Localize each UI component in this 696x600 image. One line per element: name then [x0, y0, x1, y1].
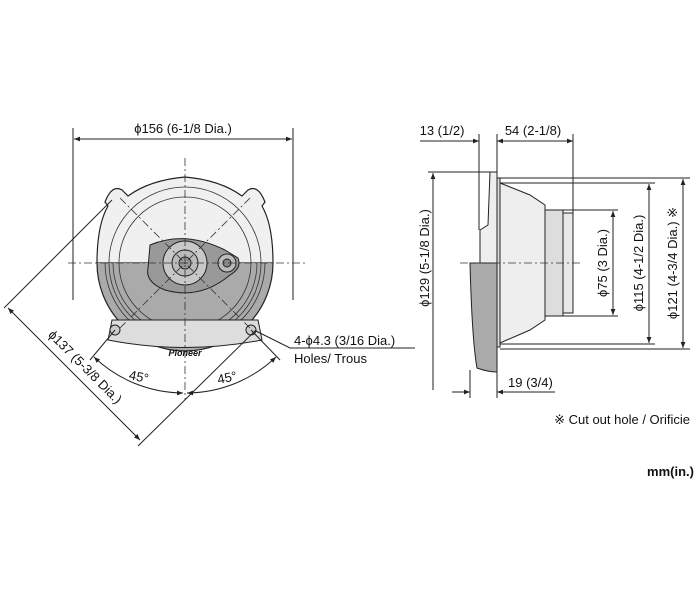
extension-line: [3, 199, 113, 309]
holes-spec-label: 4-ϕ4.3 (3/16 Dia.): [294, 333, 395, 348]
units-label: mm(in.): [647, 464, 694, 479]
outer-diameter-label: ϕ156 (6-1/8 Dia.): [134, 121, 232, 136]
extension-line: [250, 329, 281, 361]
flange-depth-label: 13 (1/2): [420, 123, 465, 138]
front-depth-label: 19 (3/4): [508, 375, 553, 390]
angle-arc-right: [186, 356, 277, 396]
extension-line: [89, 329, 116, 361]
holes-leader: [255, 330, 415, 349]
front-view: ϕ156 (6-1/8 Dia.) Pioneer: [3, 121, 415, 447]
side-view: 13 (1/2) 54 (2-1/8) ϕ129 (5-1/8 Dia.) 19…: [417, 123, 690, 398]
cutout-note: ※ Cut out hole / Orificie: [554, 412, 690, 427]
dia-75-label: ϕ75 (3 Dia.): [595, 229, 610, 297]
angle-left-label: 45°: [128, 367, 150, 386]
angle-right-label: 45°: [216, 368, 238, 387]
holes-label: Holes/ Trous: [294, 351, 367, 366]
hole-circle-dimension: [7, 307, 141, 441]
dia-121-label: ϕ121 (4-3/4 Dia.) ※: [665, 207, 680, 319]
mount-depth-label: 54 (2-1/8): [505, 123, 561, 138]
angle-arc-left: [93, 356, 184, 396]
center-line-diagonal: [119, 197, 251, 329]
dia-115-label: ϕ115 (4-1/2 Dia.): [631, 215, 646, 312]
dia-129-label: ϕ129 (5-1/8 Dia.): [417, 209, 432, 307]
